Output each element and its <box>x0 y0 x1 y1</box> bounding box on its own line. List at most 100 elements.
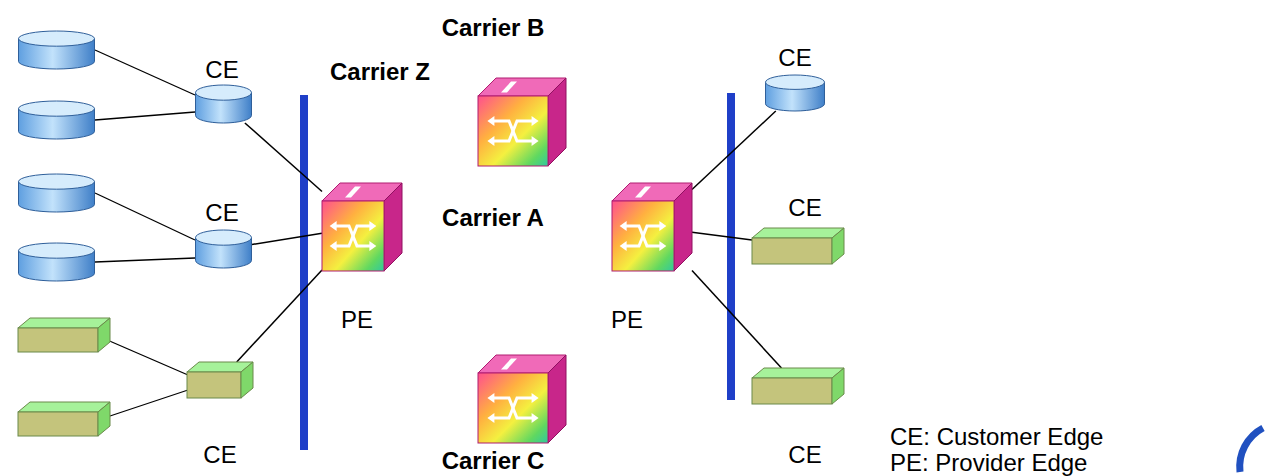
switch-side <box>548 78 566 166</box>
node-label: CE <box>203 441 236 469</box>
logo-fragment <box>1240 428 1263 472</box>
box-side <box>98 318 110 352</box>
box-top <box>752 368 844 378</box>
customer-edge: CE <box>195 85 252 123</box>
box-top <box>18 318 110 328</box>
box-side <box>832 228 844 264</box>
switch-arrow <box>336 226 371 246</box>
region-fill <box>285 47 752 447</box>
site-cylinder <box>19 31 95 69</box>
cylinder-top <box>19 31 95 46</box>
region-fill <box>160 170 880 476</box>
switch-arrowhead <box>620 221 667 251</box>
node-label: CE <box>205 199 238 227</box>
access-link <box>692 271 781 368</box>
switch-arrow <box>493 121 532 141</box>
region-shadow <box>166 176 886 476</box>
node-label: PE <box>611 306 643 334</box>
switch-arrow <box>626 226 661 246</box>
node-label: CE <box>788 441 821 469</box>
box-front <box>752 238 832 264</box>
switch-arrowhead <box>487 393 538 423</box>
region-fill <box>160 5 875 295</box>
box-front <box>187 372 241 398</box>
box-side <box>98 402 110 436</box>
cylinder-icon <box>195 85 252 123</box>
switch-front <box>478 373 548 443</box>
legend-note-holder: CE: Customer Edge <box>890 425 1103 449</box>
box-top <box>18 402 110 412</box>
node-label: PE <box>341 306 373 334</box>
interface-bar <box>727 93 735 400</box>
switch-arrowhead <box>330 221 377 251</box>
region-shadow <box>166 11 881 301</box>
interface-bar <box>300 95 308 450</box>
access-link <box>692 232 752 240</box>
cylinder-top <box>19 174 95 189</box>
site-cylinder <box>19 174 95 212</box>
switch-stripe <box>501 359 517 370</box>
wire <box>95 50 195 95</box>
wire <box>95 112 195 120</box>
legend-note-holder: PE: Provider Edge <box>890 451 1087 475</box>
provider-edge: PE <box>612 183 692 271</box>
box-icon <box>187 362 253 398</box>
site-box <box>18 402 110 436</box>
abbreviation-note: CE: Customer Edge <box>890 425 1103 449</box>
switch-front <box>322 201 384 271</box>
switch-front <box>478 96 548 166</box>
customer-edge: CE <box>752 228 844 264</box>
switch-arrow <box>493 398 532 418</box>
cylinder-icon <box>765 75 825 111</box>
box-front <box>752 378 832 404</box>
cylinder-top <box>196 85 252 100</box>
region-title: Carrier A <box>442 204 544 232</box>
switch-arrowhead <box>487 116 538 146</box>
carrier-region: Carrier ZCarrier APEPE <box>285 47 752 447</box>
node-label: CE <box>778 44 811 72</box>
region-title: Carrier C <box>442 447 545 475</box>
switch-stripe <box>345 187 361 198</box>
box-side <box>241 362 253 398</box>
cylinder-top <box>766 75 825 89</box>
cylinder-top <box>196 230 252 245</box>
switch-side <box>674 183 692 271</box>
core-switch <box>478 78 566 166</box>
switch-side <box>384 183 402 271</box>
site-box <box>18 318 110 352</box>
wire <box>98 390 188 420</box>
abbreviation-note: PE: Provider Edge <box>890 451 1087 475</box>
core-switch <box>478 355 566 443</box>
switch-arrow <box>626 226 661 246</box>
switch-stripe <box>501 82 517 93</box>
node-label: CE <box>788 194 821 222</box>
box-icon <box>752 368 844 404</box>
customer-edge: CE <box>752 368 844 404</box>
region-shadow <box>290 52 757 452</box>
box-front <box>18 412 98 436</box>
access-link <box>237 270 322 362</box>
region-fill <box>339 96 679 439</box>
box-side <box>832 368 844 404</box>
switch-arrow <box>493 398 532 418</box>
wire <box>98 336 188 375</box>
box-front <box>18 328 98 352</box>
region-title: Carrier B <box>442 14 545 42</box>
access-link <box>252 233 322 244</box>
node-label: CE <box>205 56 238 84</box>
customer-edge: CE <box>187 362 253 398</box>
cylinder-top <box>19 243 95 258</box>
cylinder-top <box>19 101 95 116</box>
box-icon <box>752 228 844 264</box>
wire <box>95 258 195 262</box>
carrier-core: Carrier A PE PE <box>338 95 680 440</box>
cylinder-icon <box>195 230 252 268</box>
switch-arrow <box>336 226 371 246</box>
box-top <box>752 228 844 238</box>
access-link <box>245 123 322 191</box>
provider-edge: PE <box>322 183 402 271</box>
site-cylinder <box>19 101 95 139</box>
customer-edge: CE <box>195 230 252 268</box>
site-cylinder <box>19 243 95 281</box>
switch-front <box>612 201 674 271</box>
